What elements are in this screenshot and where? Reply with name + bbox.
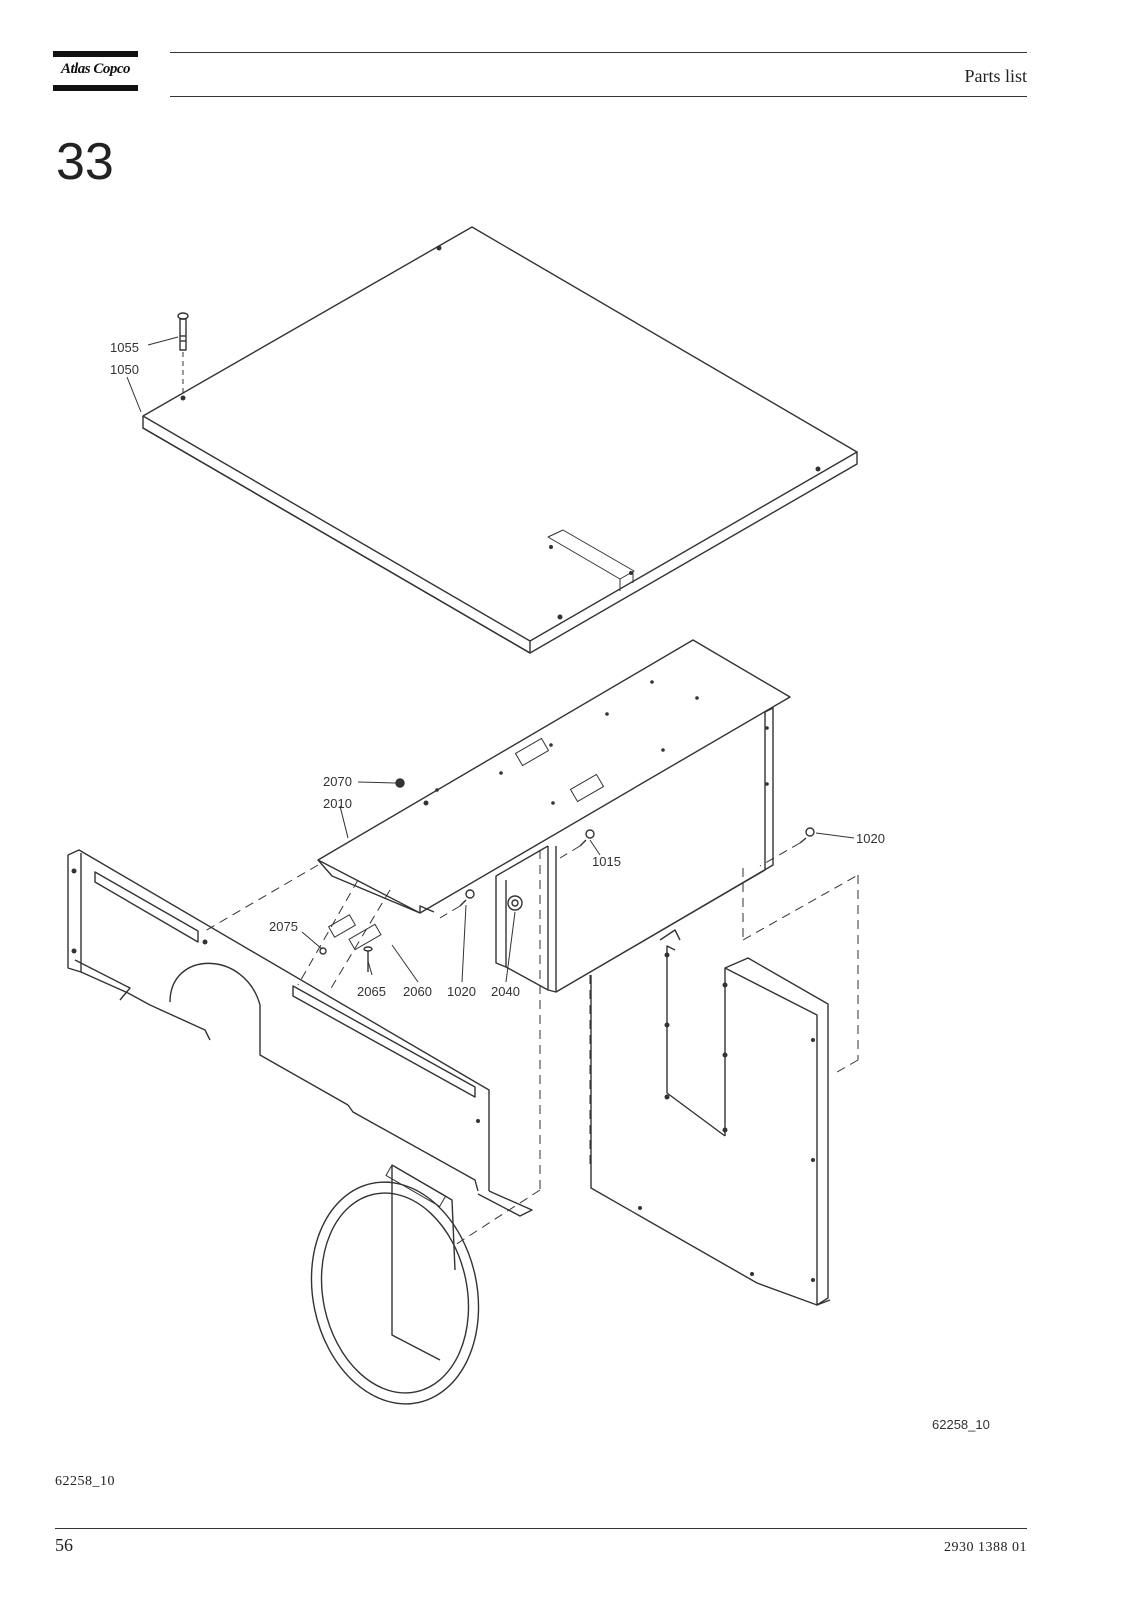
callout-1015: 1015 [592, 854, 621, 869]
page-title: Parts list [964, 66, 1027, 86]
small-fasteners [319, 778, 815, 972]
callout-2040: 2040 [491, 984, 520, 999]
header-rule-bottom [170, 96, 1027, 97]
header-rule-top [170, 52, 1027, 53]
leader-lines [126, 336, 855, 983]
page-number: 56 [55, 1535, 73, 1555]
callout-2065: 2065 [357, 984, 386, 999]
top-cover-holes [180, 245, 821, 620]
callout-2075: 2075 [269, 919, 298, 934]
callout-1020-right: 1020 [856, 831, 885, 846]
housing-holes [423, 680, 769, 806]
section-number: 33 [56, 133, 114, 191]
logo-bar-bottom [53, 85, 138, 91]
brand-logo: Atlas Copco [60, 61, 131, 77]
footer-rule [55, 1528, 1027, 1529]
drawing-id: 62258_10 [932, 1417, 990, 1432]
logo-bar-top [53, 51, 138, 57]
left-side-panel [67, 849, 533, 1217]
fan-ring [310, 1164, 480, 1405]
callout-1020-left: 1020 [447, 984, 476, 999]
callout-1055: 1055 [110, 340, 139, 355]
callout-1050: 1050 [110, 362, 139, 377]
callout-2070: 2070 [323, 774, 352, 789]
top-cover-panel [142, 226, 858, 654]
bolt-1055 [177, 312, 189, 396]
callout-2010: 2010 [323, 796, 352, 811]
rear-panel [590, 929, 831, 1306]
figure-reference: 62258_10 [55, 1474, 115, 1489]
assembly-lines [204, 842, 859, 1246]
middle-housing [317, 639, 791, 993]
callout-2060: 2060 [403, 984, 432, 999]
document-number: 2930 1388 01 [944, 1540, 1027, 1555]
